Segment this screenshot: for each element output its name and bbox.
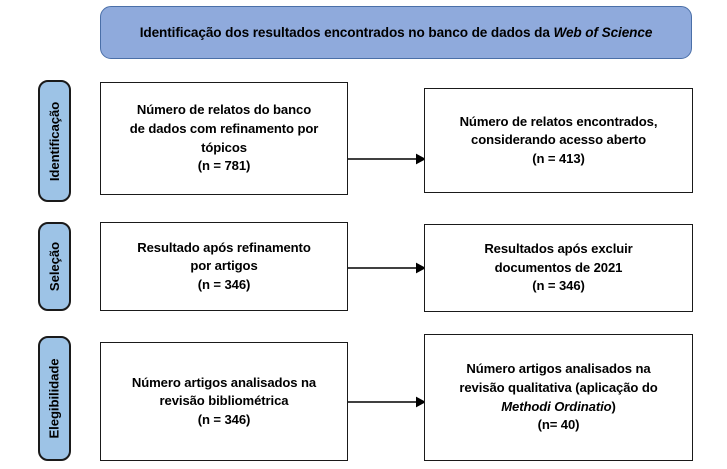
flow-box-elegibilidade-right-text: Número artigos analisados na revisão qua… xyxy=(449,360,667,434)
arrow-selecao xyxy=(348,262,426,274)
diagram-header-box: Identificação dos resultados encontrados… xyxy=(100,6,692,59)
stage-label-selecao-text: Seleção xyxy=(47,241,62,292)
count-line: (n = 781) xyxy=(197,158,251,174)
count-line: (n = 413) xyxy=(532,150,585,166)
line-2: de dados com refinamento por xyxy=(129,120,319,136)
header-text-italic: Web of Science xyxy=(553,24,653,40)
header-text-plain: Identificação dos resultados encontrados… xyxy=(139,24,554,40)
line-2: revisão bibliométrica xyxy=(159,393,289,409)
flow-box-identificacao-left-text: Número de relatos do banco de dados com … xyxy=(120,101,329,175)
line-1: Número de relatos do banco xyxy=(136,102,312,118)
flow-box-identificacao-right-text: Número de relatos encontrados, considera… xyxy=(450,113,668,169)
line-1: Número artigos analisados na xyxy=(466,361,651,377)
line-1: Número de relatos encontrados, xyxy=(459,113,658,129)
diagram-header-text: Identificação dos resultados encontrados… xyxy=(126,23,667,43)
flow-box-identificacao-right: Número de relatos encontrados, considera… xyxy=(424,88,693,193)
flow-box-elegibilidade-right: Número artigos analisados na revisão qua… xyxy=(424,334,693,461)
line-1: Número artigos analisados na xyxy=(131,374,317,390)
stage-label-identificacao: Identificação xyxy=(38,80,71,202)
count-line: (n = 346) xyxy=(197,276,251,292)
count-line: (n = 346) xyxy=(197,411,251,427)
line-1: Resultados após excluir xyxy=(484,241,633,257)
line-2: por artigos xyxy=(190,258,258,274)
count-line: (n= 40) xyxy=(537,417,580,433)
stage-label-selecao: Seleção xyxy=(38,222,71,311)
arrow-identificacao xyxy=(348,153,426,165)
stage-label-identificacao-text: Identificação xyxy=(47,101,63,181)
flow-box-identificacao-left: Número de relatos do banco de dados com … xyxy=(100,82,348,195)
count-line: (n = 346) xyxy=(532,278,585,294)
flow-box-selecao-left-text: Resultado após refinamento por artigos (… xyxy=(127,239,320,295)
flow-box-selecao-right-text: Resultados após excluir documentos de 20… xyxy=(474,240,642,296)
flow-box-selecao-right: Resultados após excluir documentos de 20… xyxy=(424,224,693,312)
flow-box-selecao-left: Resultado após refinamento por artigos (… xyxy=(100,222,348,311)
flow-box-elegibilidade-left: Número artigos analisados na revisão bib… xyxy=(100,342,348,461)
stage-label-elegibilidade-text: Elegibilidade xyxy=(47,358,63,439)
arrow-elegibilidade xyxy=(348,396,426,408)
line-3-suffix: ) xyxy=(611,398,616,414)
line-2: considerando acesso aberto xyxy=(471,132,646,148)
stage-label-elegibilidade: Elegibilidade xyxy=(38,336,71,461)
line-3-italic: Methodi Ordinatio xyxy=(501,398,612,414)
line-3: tópicos xyxy=(201,139,247,155)
line-1: Resultado após refinamento xyxy=(137,239,311,255)
line-2: documentos de 2021 xyxy=(494,259,623,275)
flow-box-elegibilidade-left-text: Número artigos analisados na revisão bib… xyxy=(122,374,326,430)
line-2: revisão qualitativa (aplicação do xyxy=(459,379,658,395)
